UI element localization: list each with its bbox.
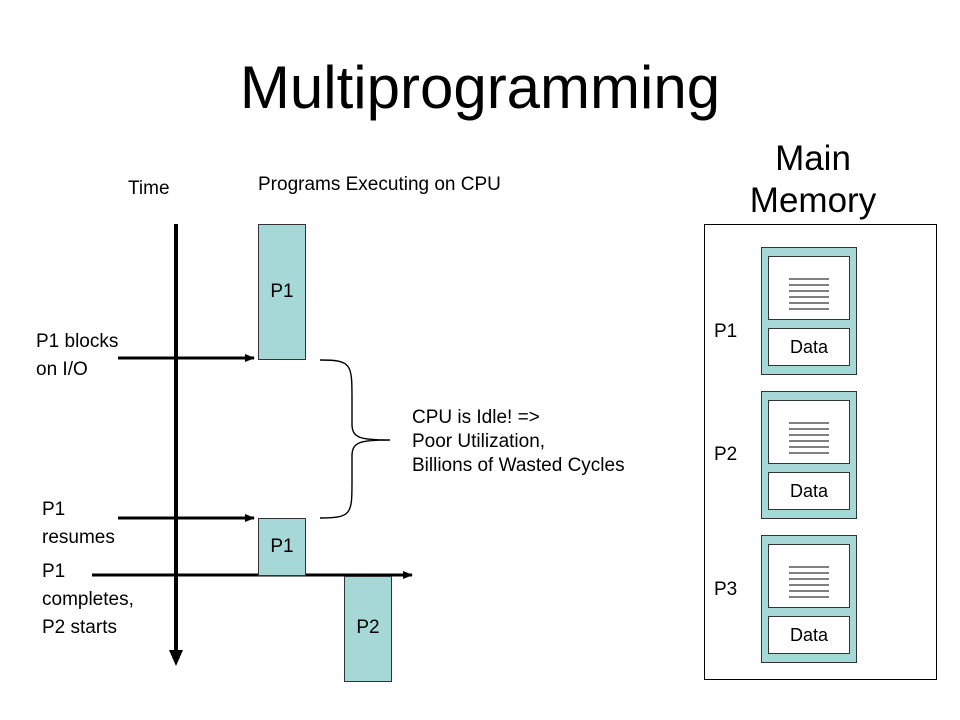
memory-p3-data-label: Data (789, 624, 829, 645)
event-resumes-line2: resumes (42, 527, 115, 548)
memory-p2-data-label: Data (789, 480, 829, 501)
cpu-block-p1-second: P1 (258, 518, 306, 576)
memory-p3-label: P3 (714, 579, 738, 600)
idle-brace (319, 359, 391, 519)
memory-slot-p2: Data (761, 391, 857, 519)
memory-slot-p3: Data (761, 535, 857, 663)
time-axis-arrowhead (169, 650, 183, 666)
event-completes-line1: P1 (42, 561, 66, 582)
memory-p3-data: Data (768, 616, 850, 654)
memory-p1-data-label: Data (789, 336, 829, 357)
main-memory-title-line1: Main (775, 139, 851, 178)
event-blocks-label: P1 blocks on I/O (36, 330, 118, 382)
event-blocks-line1: P1 blocks (36, 331, 119, 352)
main-memory-title-line2: Memory (749, 181, 877, 220)
memory-p2-data: Data (768, 472, 850, 510)
idle-note-line3: Billions of Wasted Cycles (412, 455, 625, 476)
cpu-block-p2-label: P2 (356, 617, 380, 638)
event-completes-line3: P2 starts (42, 617, 117, 638)
memory-p1-code-icon (768, 256, 850, 320)
event-resumes-line1: P1 (42, 499, 66, 520)
memory-p3-code-icon (768, 544, 850, 608)
main-memory-title: Main Memory (693, 138, 933, 222)
programs-label: Programs Executing on CPU (258, 174, 501, 195)
memory-slot-p1: Data (761, 247, 857, 375)
code-lines-icon (789, 566, 829, 598)
cpu-block-p2: P2 (344, 576, 392, 682)
cpu-block-p1-first-label: P1 (270, 281, 294, 302)
idle-note-line1: CPU is Idle! => (412, 407, 540, 428)
event-resumes-label: P1 resumes (42, 498, 115, 550)
time-axis-label: Time (128, 178, 170, 199)
event-completes-line2: completes, (42, 589, 134, 610)
memory-p2-label: P2 (714, 444, 738, 465)
idle-note-line2: Poor Utilization, (412, 431, 546, 452)
slide-title: Multiprogramming (239, 54, 721, 121)
code-lines-icon (789, 278, 829, 310)
idle-note: CPU is Idle! => Poor Utilization, Billio… (412, 406, 625, 478)
memory-p1-label: P1 (714, 321, 738, 342)
event-completes-label: P1 completes, P2 starts (42, 560, 134, 640)
memory-p1-data: Data (768, 328, 850, 366)
event-blocks-line2: on I/O (36, 359, 88, 380)
cpu-block-p1-second-label: P1 (270, 536, 294, 557)
memory-p2-code-icon (768, 400, 850, 464)
cpu-block-p1-first: P1 (258, 224, 306, 360)
code-lines-icon (789, 422, 829, 454)
